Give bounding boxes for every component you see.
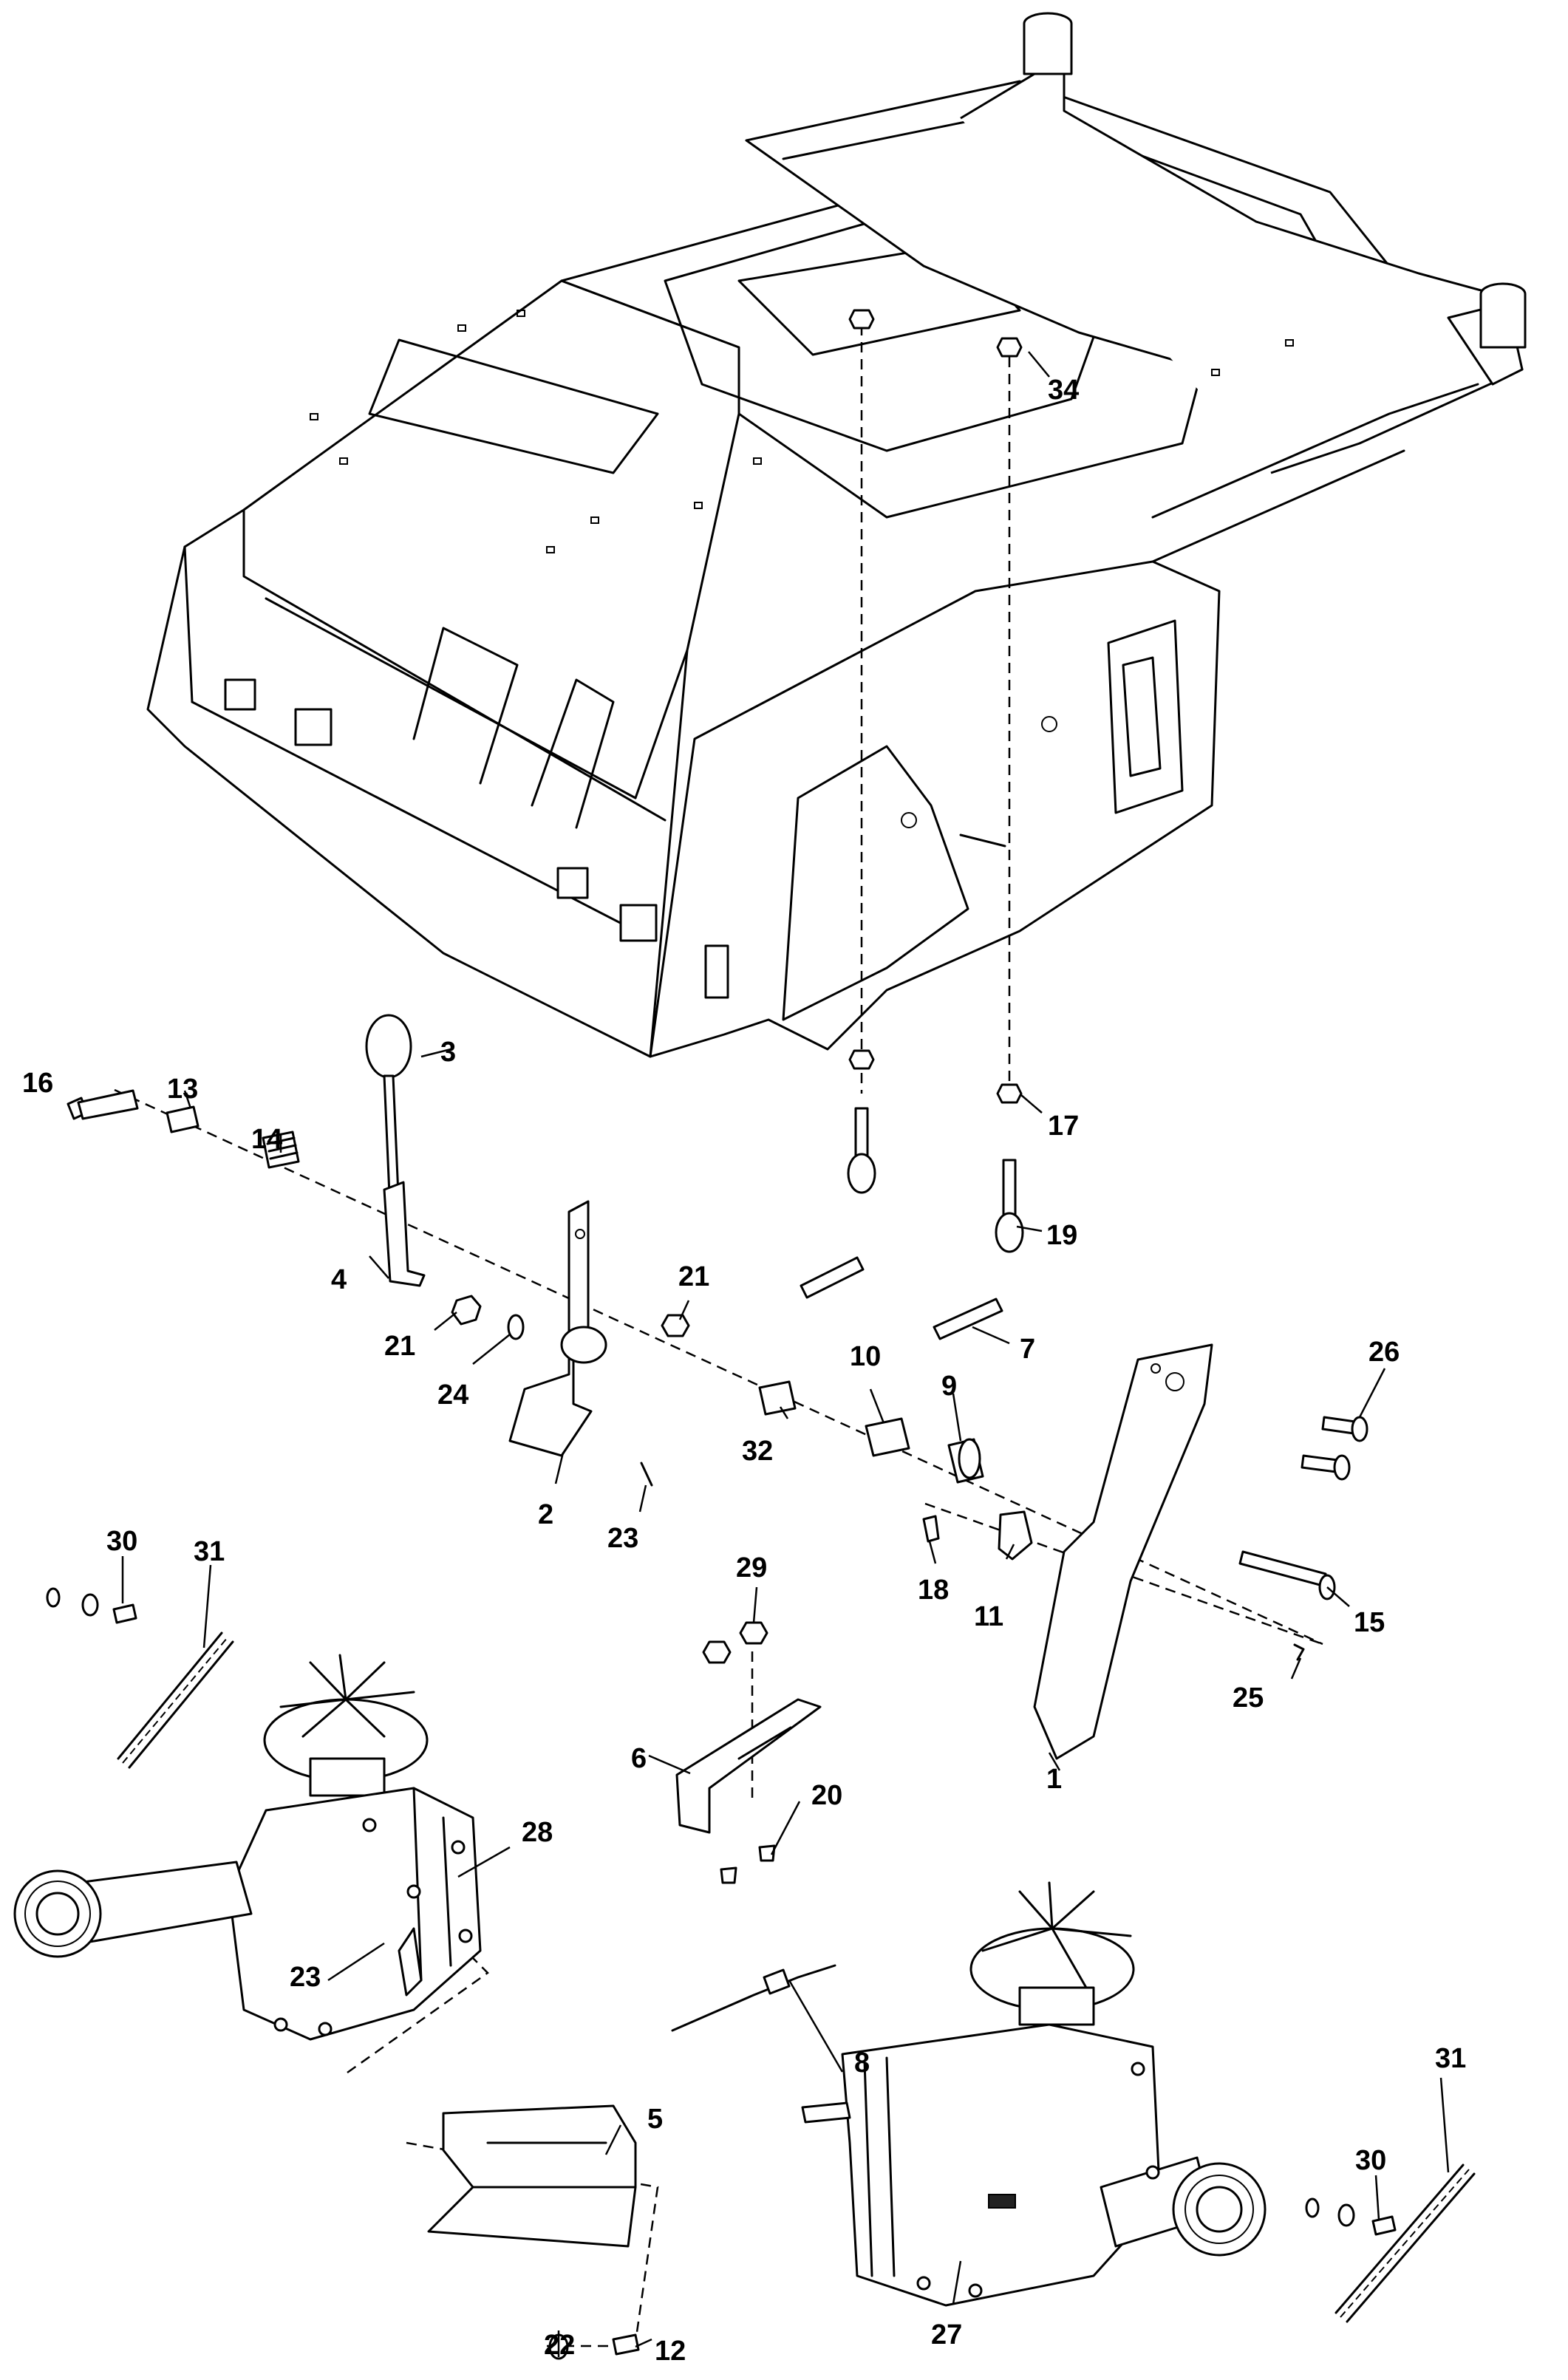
callout-9: 9 [941, 1371, 957, 1402]
callout-30-a: 30 [106, 1526, 137, 1557]
callout-23-a: 23 [607, 1523, 638, 1554]
transaxle-left-28 [13, 1654, 482, 2041]
cable-8 [671, 1964, 836, 2032]
bolt-16 [67, 1089, 139, 1120]
spacer-10 [865, 1417, 910, 1457]
callout-13: 13 [167, 1074, 198, 1105]
callout-32: 32 [742, 1436, 773, 1467]
nut-34 [848, 309, 1023, 358]
nut-17 [848, 1049, 1023, 1104]
transaxle-right-27 [801, 1881, 1267, 2307]
bracket-6 [675, 1698, 822, 1834]
washer-24 [507, 1314, 525, 1340]
roller-9 [947, 1438, 984, 1484]
callout-2: 2 [538, 1499, 553, 1530]
callout-5: 5 [647, 2104, 663, 2135]
callout-31-a: 31 [194, 1536, 225, 1567]
callout-10: 10 [850, 1341, 881, 1372]
pivot-plate-1 [1033, 1343, 1213, 1760]
block-11 [998, 1510, 1033, 1561]
nut-21 [451, 1295, 690, 1337]
bracket-2 [508, 1200, 607, 1457]
pin-15 [1238, 1550, 1336, 1600]
callout-6: 6 [631, 1743, 647, 1774]
shift-lever-3-4 [365, 1014, 426, 1287]
clip-25 [1293, 1643, 1305, 1661]
pin-12 [612, 2333, 640, 2356]
cotter-pin-23 [640, 1462, 653, 1487]
links-30-right [1305, 2197, 1397, 2236]
callout-30-b: 30 [1355, 2145, 1386, 2176]
callout-18: 18 [918, 1575, 949, 1606]
callout-28: 28 [522, 1817, 553, 1848]
leader-lines [121, 351, 1450, 2357]
callout-7: 7 [1020, 1334, 1035, 1365]
bushing-13 [166, 1105, 200, 1133]
bolt-20 [720, 1844, 776, 1884]
chain-31-left [117, 1631, 234, 1769]
callout-29: 29 [736, 1552, 767, 1583]
eyebolt-19 [847, 1107, 1024, 1253]
callout-3: 3 [440, 1037, 456, 1068]
callout-24: 24 [437, 1380, 468, 1411]
pins-26 [1301, 1416, 1368, 1481]
callout-31-b: 31 [1435, 2043, 1466, 2074]
bolt-18 [922, 1515, 940, 1543]
callout-26: 26 [1368, 1337, 1400, 1368]
callout-16: 16 [22, 1068, 53, 1099]
callout-labels: 1 2 3 4 5 6 7 8 9 10 11 12 13 14 15 16 1… [22, 375, 1466, 2367]
callout-23-b: 23 [290, 1962, 321, 1993]
callout-27: 27 [931, 2319, 962, 2350]
callout-8: 8 [854, 2047, 870, 2079]
plate-5 [427, 2104, 637, 2248]
callout-17: 17 [1048, 1111, 1079, 1142]
callout-11: 11 [974, 1601, 1003, 1632]
callout-34: 34 [1048, 375, 1079, 406]
spring-7 [800, 1256, 1003, 1340]
links-30-left [46, 1587, 137, 1624]
callout-19: 19 [1046, 1220, 1077, 1251]
callout-12: 12 [655, 2336, 686, 2367]
callout-1: 1 [1046, 1764, 1062, 1795]
callout-21-a: 21 [678, 1261, 709, 1292]
callout-4: 4 [331, 1264, 347, 1295]
chain-31-right [1334, 2164, 1476, 2323]
nut-29 [702, 1621, 768, 1664]
callout-22: 22 [544, 2330, 575, 2361]
callout-21-b: 21 [384, 1331, 415, 1362]
mower-frame [146, 12, 1527, 1058]
callout-15: 15 [1354, 1607, 1385, 1638]
callout-14: 14 [251, 1124, 282, 1155]
spacer-32 [758, 1380, 797, 1416]
callout-25: 25 [1233, 1682, 1264, 1714]
callout-20: 20 [811, 1780, 842, 1811]
